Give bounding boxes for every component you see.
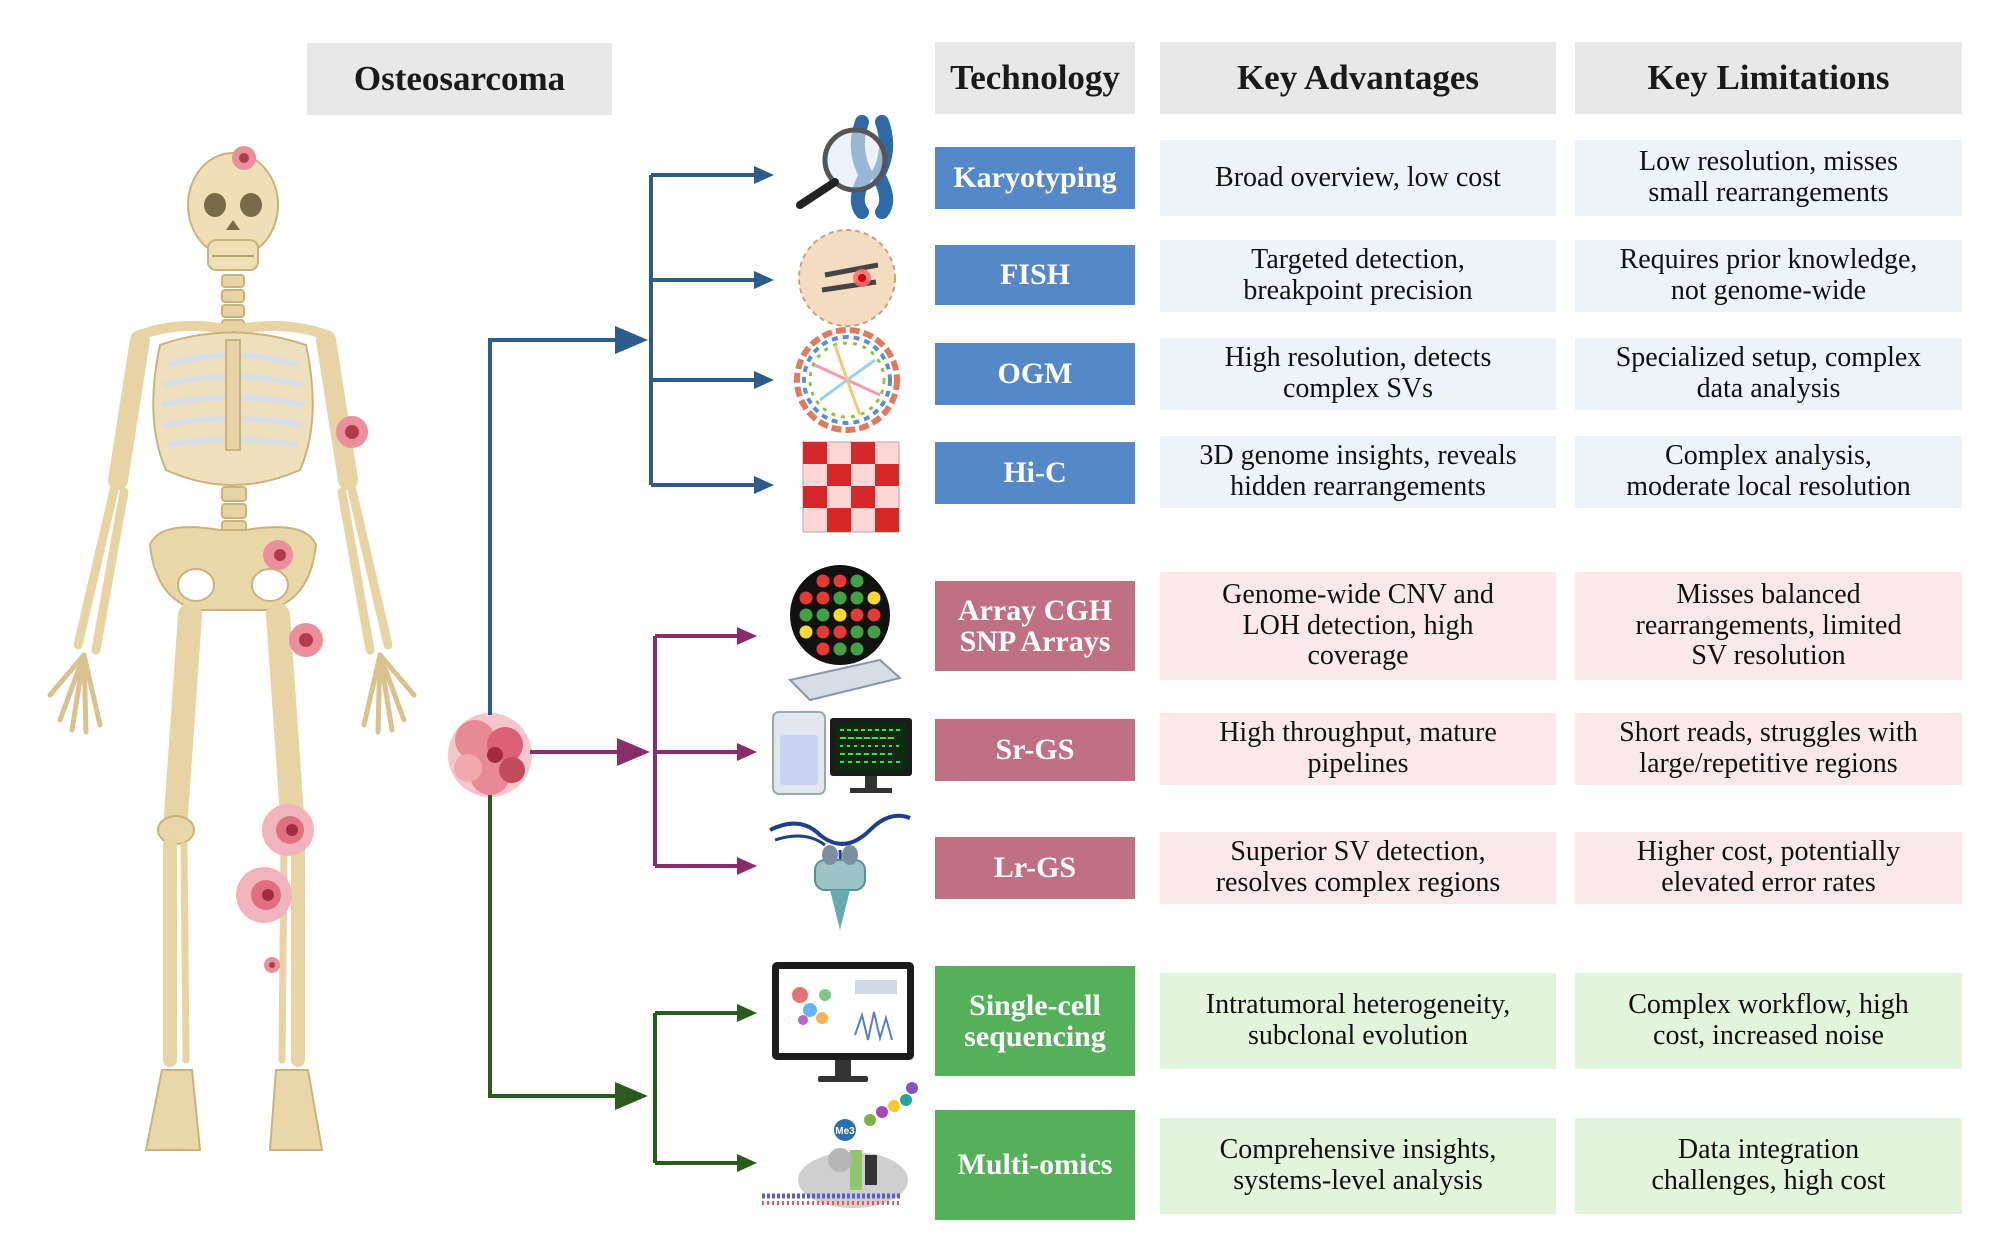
chromosome-magnifier-icon: [796, 115, 894, 219]
array-spot: [833, 574, 847, 588]
tech-label: Multi-omics: [957, 1148, 1113, 1182]
contact-matrix-icon: [802, 441, 900, 533]
tech-karyotyping: Karyotyping: [935, 147, 1135, 209]
tech-sr-gs: Sr-GS: [935, 719, 1135, 781]
limitation-ogm: Specialized setup, complex data analysis: [1575, 338, 1962, 410]
connector-cytogenetic: [488, 173, 762, 715]
tumor-lesions: [232, 146, 368, 973]
limitation-lr-gs: Higher cost, potentially elevated error …: [1575, 832, 1962, 904]
connector-genomic: [530, 634, 745, 868]
tech-fish: FISH: [935, 245, 1135, 305]
tech-single-cell: Single-cell sequencing: [935, 966, 1135, 1076]
tech-label: Hi-C: [1003, 456, 1067, 490]
advantage-ogm: High resolution, detects complex SVs: [1160, 338, 1556, 410]
header-technology: Technology: [935, 42, 1135, 114]
advantage-lr-gs: Superior SV detection, resolves complex …: [1160, 832, 1556, 904]
arrowheads-cellular: [615, 1004, 757, 1172]
advantage-hi-c: 3D genome insights, reveals hidden rearr…: [1160, 436, 1556, 508]
limitation-fish: Requires prior knowledge, not genome-wid…: [1575, 240, 1962, 312]
single-cell-monitor-icon: [772, 962, 914, 1082]
header-technology-label: Technology: [950, 58, 1120, 97]
limitation-multi-omics: Data integration challenges, high cost: [1575, 1118, 1962, 1214]
advantage-karyotyping: Broad overview, low cost: [1160, 140, 1556, 216]
tech-label: Single-cell sequencing: [964, 988, 1106, 1053]
fish-probe-cell-icon: [798, 229, 896, 327]
advantage-sr-gs: High throughput, mature pipelines: [1160, 713, 1556, 785]
tech-label: Array CGH SNP Arrays: [957, 593, 1113, 658]
array-spot: [816, 591, 830, 605]
skeleton-illustration: [47, 152, 417, 1151]
header-key-limitations: Key Limitations: [1575, 42, 1962, 114]
circos-plot-icon: [794, 327, 900, 433]
tech-hi-c: Hi-C: [935, 442, 1135, 504]
arrowheads-genomic: [617, 627, 757, 875]
limitation-sr-gs: Short reads, struggles with large/repeti…: [1575, 713, 1962, 785]
array-spot: [833, 642, 847, 656]
array-spot: [850, 591, 864, 605]
array-spot: [816, 574, 830, 588]
tech-label: FISH: [999, 258, 1071, 292]
array-spot: [867, 591, 881, 605]
array-spot: [799, 591, 813, 605]
nanopore-icon: [769, 813, 911, 930]
advantage-single-cell: Intratumoral heterogeneity, subclonal ev…: [1160, 973, 1556, 1069]
tech-label: Lr-GS: [993, 851, 1077, 885]
arrowheads-cytogenetic: [615, 166, 774, 494]
array-spot: [867, 608, 881, 622]
array-spot: [816, 642, 830, 656]
array-spot: [799, 608, 813, 622]
array-spot: [867, 625, 881, 639]
array-spot: [833, 625, 847, 639]
tech-array-cgh: Array CGH SNP Arrays: [935, 581, 1135, 671]
array-spot: [816, 625, 830, 639]
microarray-icon: [788, 565, 903, 702]
methylation-label: Me3: [835, 1126, 855, 1137]
limitation-hi-c: Complex analysis, moderate local resolut…: [1575, 436, 1962, 508]
limitation-array-cgh: Misses balanced rearrangements, limited …: [1575, 572, 1962, 680]
array-spot: [850, 642, 864, 656]
array-spot: [799, 625, 813, 639]
tech-lr-gs: Lr-GS: [935, 837, 1135, 899]
tech-multi-omics: Multi-omics: [935, 1110, 1135, 1220]
header-key-advantages: Key Advantages: [1160, 42, 1556, 114]
array-spot: [850, 625, 864, 639]
tech-label: Karyotyping: [953, 161, 1117, 195]
multi-omics-icon: Me3: [762, 1082, 918, 1208]
advantage-fish: Targeted detection, breakpoint precision: [1160, 240, 1556, 312]
limitation-single-cell: Complex workflow, high cost, increased n…: [1575, 973, 1962, 1069]
header-key-limitations-label: Key Limitations: [1647, 58, 1890, 97]
array-spot: [816, 608, 830, 622]
array-spot: [850, 608, 864, 622]
array-spot: [850, 574, 864, 588]
array-spot: [833, 591, 847, 605]
tech-label: Sr-GS: [995, 733, 1075, 767]
tech-label: OGM: [997, 357, 1073, 391]
sequencer-computer-icon: [772, 711, 912, 795]
array-spot: [833, 608, 847, 622]
connector-cellular: [488, 795, 745, 1165]
limitation-karyotyping: Low resolution, misses small rearrangeme…: [1575, 140, 1962, 216]
advantage-array-cgh: Genome-wide CNV and LOH detection, high …: [1160, 572, 1556, 680]
header-osteosarcoma: Osteosarcoma: [307, 43, 612, 115]
tumor-cluster: [448, 713, 532, 797]
tech-ogm: OGM: [935, 343, 1135, 405]
advantage-multi-omics: Comprehensive insights, systems-level an…: [1160, 1118, 1556, 1214]
header-osteosarcoma-label: Osteosarcoma: [353, 59, 566, 98]
header-key-advantages-label: Key Advantages: [1236, 58, 1480, 97]
